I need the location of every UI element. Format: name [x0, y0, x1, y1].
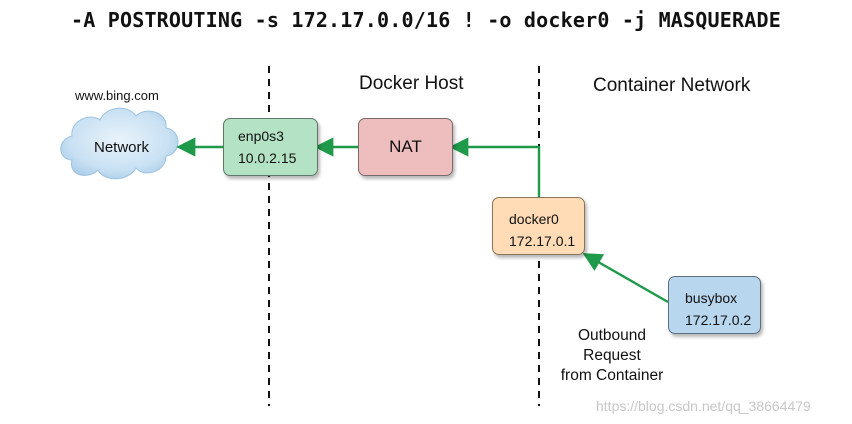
node-enp0s3-ip: 10.0.2.15 — [238, 150, 297, 166]
node-busybox-name: busybox — [685, 290, 738, 306]
outbound-annotation: Outbound Request from Container — [556, 326, 668, 386]
arrow-docker0-to-nat — [449, 137, 541, 197]
node-busybox-ip: 172.17.0.2 — [685, 312, 752, 328]
zone-docker-host: Docker Host — [359, 73, 464, 94]
node-docker0: docker0 172.17.0.1 — [492, 197, 585, 255]
node-nat: NAT — [358, 118, 453, 176]
node-enp0s3: enp0s3 10.0.2.15 — [223, 118, 318, 176]
node-enp0s3-name: enp0s3 — [238, 128, 284, 144]
annotation-line-2: Request — [583, 347, 641, 364]
node-docker0-ip: 172.17.0.1 — [509, 233, 576, 249]
node-docker0-name: docker0 — [509, 211, 559, 227]
watermark: https://blog.csdn.net/qq_38664479 — [596, 398, 811, 414]
internet-host-label: www.bing.com — [75, 88, 159, 103]
network-cloud-label: Network — [94, 139, 150, 156]
node-nat-name: NAT — [389, 137, 422, 156]
arrow-busybox-to-docker0 — [582, 253, 669, 304]
zone-container-network: Container Network — [593, 75, 751, 96]
iptables-command: -A POSTROUTING -s 172.17.0.0/16 ! -o doc… — [71, 8, 781, 32]
node-busybox: busybox 172.17.0.2 — [668, 276, 761, 334]
annotation-line-3: from Container — [560, 367, 664, 384]
network-cloud-icon — [60, 107, 179, 180]
annotation-line-1: Outbound — [577, 327, 647, 344]
